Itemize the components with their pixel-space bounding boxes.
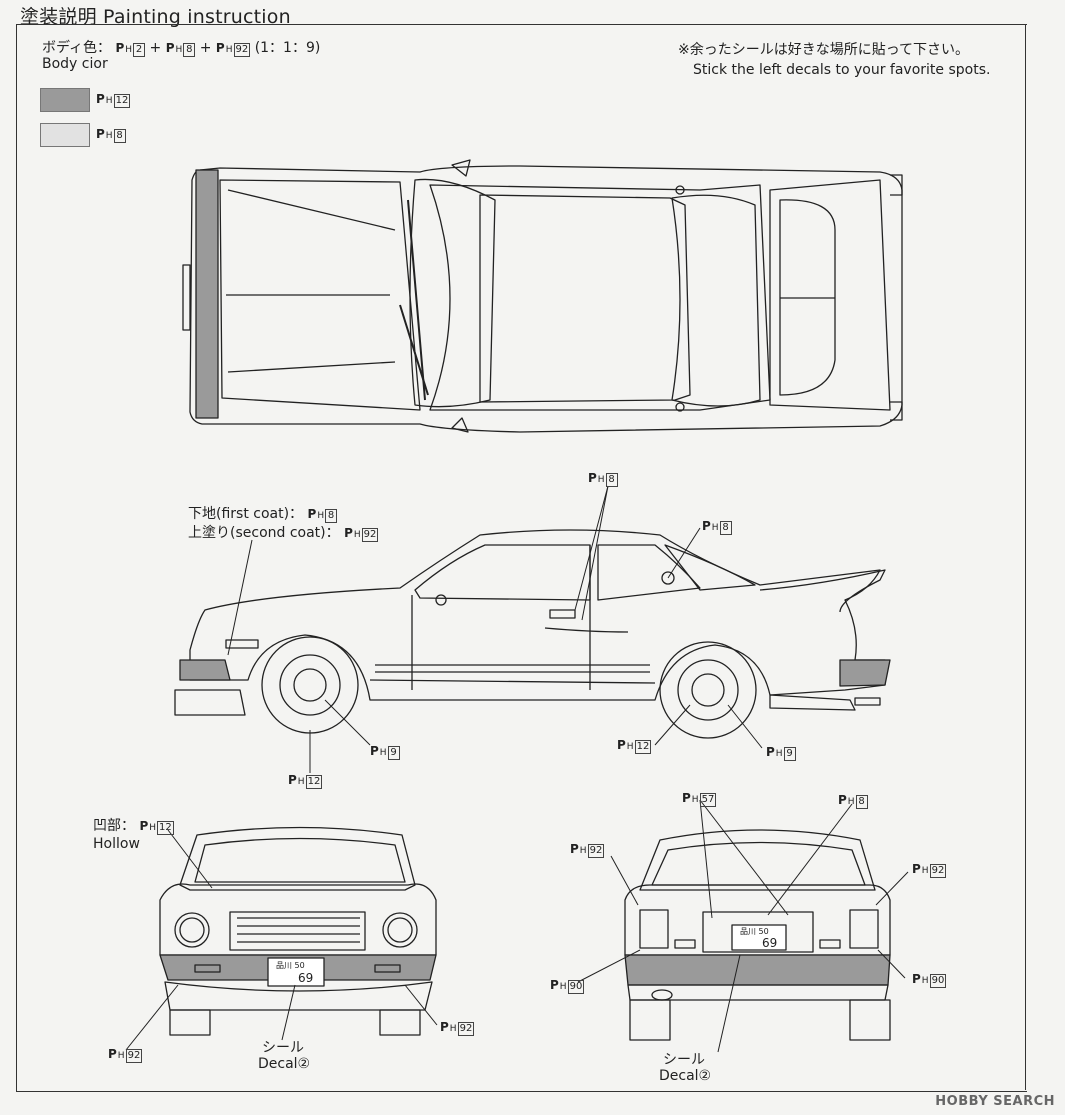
diagram-frame-right — [1025, 24, 1027, 1090]
decal-note-jp: ※余ったシールは好きな場所に貼って下さい。 — [678, 42, 970, 58]
body-color-jp: ボディ色： — [42, 40, 112, 56]
body-color-en: Body cior — [42, 56, 108, 72]
watermark-logo: HOBBY SEARCH — [935, 1094, 1055, 1109]
front-plate-top: 品川 50 — [276, 961, 305, 970]
decal-note-en: Stick the left decals to your favorite s… — [693, 62, 991, 78]
front-plate-num: 69 — [298, 971, 313, 985]
rear-view — [624, 829, 891, 1041]
front-decal-jp: シール — [262, 1040, 304, 1056]
rear-plate-num: 69 — [762, 936, 777, 950]
hollow-en: Hollow — [93, 836, 140, 852]
rear-plate-top: 品川 50 — [740, 927, 769, 936]
front-decal-en: Decal② — [258, 1056, 311, 1072]
top-view — [182, 159, 903, 433]
rear-decal-jp: シール — [663, 1052, 705, 1068]
diagram-frame — [16, 24, 1027, 1092]
front-view — [159, 826, 437, 1036]
page-title: 塗装説明 Painting instruction — [20, 6, 291, 28]
side-view — [174, 529, 891, 739]
swatch-ph8 — [40, 123, 90, 147]
rear-decal-en: Decal② — [659, 1068, 712, 1084]
swatch-ph12 — [40, 88, 90, 112]
